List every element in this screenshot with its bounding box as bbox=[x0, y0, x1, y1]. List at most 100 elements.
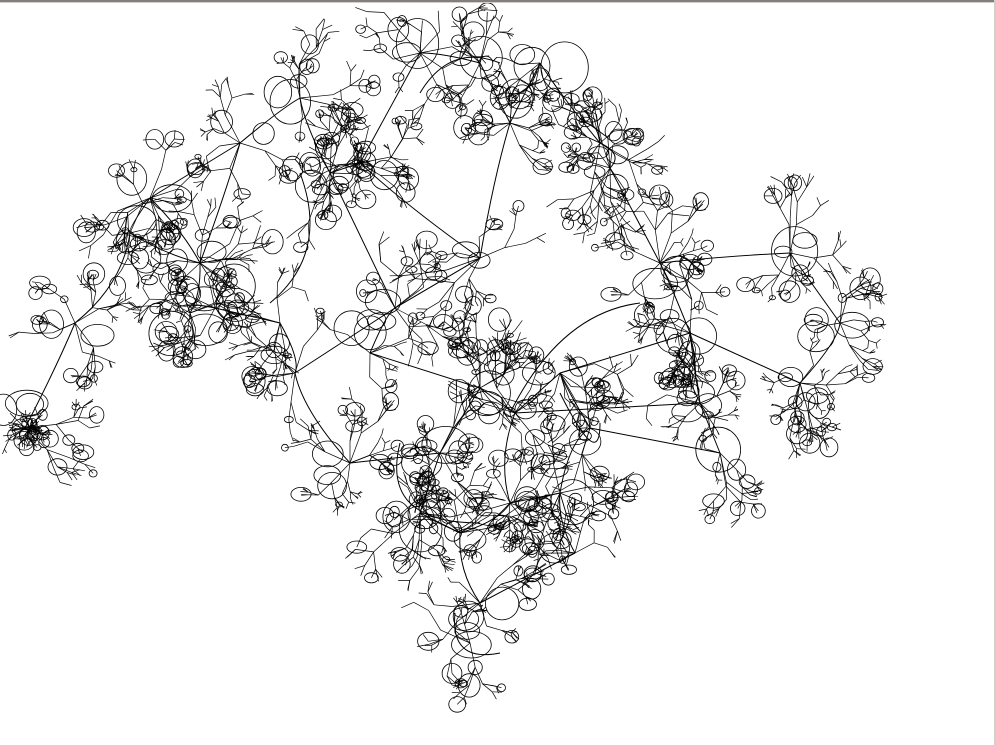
graph-branch-edge bbox=[426, 593, 435, 605]
graph-branch-edge bbox=[205, 128, 214, 133]
graph-branch-edge bbox=[547, 444, 559, 450]
graph-branch-edge bbox=[74, 322, 94, 349]
graph-branch-edge bbox=[806, 288, 811, 292]
graph-branch-edge bbox=[727, 410, 735, 416]
graph-branch-edge bbox=[702, 438, 706, 449]
graph-branch-edge bbox=[541, 540, 546, 544]
graph-branch-edge bbox=[489, 215, 493, 222]
graph-branch-edge bbox=[8, 331, 20, 337]
graph-loop bbox=[498, 338, 510, 350]
graph-branch-edge bbox=[112, 316, 119, 319]
graph-branch-edge bbox=[108, 360, 112, 368]
graph-branch-edge bbox=[611, 294, 619, 296]
graph-branch-edge bbox=[588, 142, 601, 159]
graph-branch-edge bbox=[231, 195, 240, 202]
graph-branch-edge bbox=[329, 165, 346, 174]
graph-loop bbox=[538, 533, 570, 564]
graph-loop bbox=[560, 142, 571, 153]
graph-branch-edge bbox=[33, 332, 53, 334]
graph-branch-edge bbox=[268, 379, 277, 383]
graph-branch-edge bbox=[2, 449, 5, 455]
graph-loop bbox=[529, 67, 551, 92]
graph-branch-edge bbox=[428, 610, 441, 631]
graph-branch-edge bbox=[533, 563, 539, 576]
graph-branch-edge bbox=[410, 24, 422, 33]
graph-loop bbox=[658, 370, 677, 386]
graph-branch-edge bbox=[788, 450, 795, 460]
graph-branch-edge bbox=[588, 517, 593, 520]
graph-branch-edge bbox=[479, 577, 498, 604]
graph-branch-edge bbox=[132, 311, 141, 315]
graph-branch-edge bbox=[299, 94, 334, 99]
graph-branch-edge bbox=[436, 255, 442, 267]
graph-loop bbox=[108, 163, 125, 178]
graph-branch-edge bbox=[715, 284, 722, 293]
graph-branch-edge bbox=[632, 331, 641, 335]
graph-loop bbox=[668, 346, 681, 356]
graph-branch-edge bbox=[862, 347, 868, 352]
graph-branch-edge bbox=[670, 274, 685, 280]
graph-branch-edge bbox=[558, 549, 576, 554]
graph-branch-edge bbox=[431, 357, 434, 367]
graph-loop bbox=[177, 196, 187, 204]
graph-branch-edge bbox=[298, 162, 304, 165]
graph-branch-edge bbox=[319, 140, 324, 147]
graph-loop bbox=[416, 475, 430, 486]
graph-branch-edge bbox=[303, 30, 311, 45]
graph-branch-edge bbox=[524, 343, 529, 351]
graph-branch-edge bbox=[280, 354, 288, 356]
graph-branch-edge bbox=[293, 368, 300, 374]
graph-branch-edge bbox=[321, 201, 325, 210]
graph-branch-edge bbox=[199, 256, 209, 259]
graph-branch-edge bbox=[133, 306, 142, 309]
graph-loop bbox=[808, 392, 831, 419]
graph-branch-edge bbox=[46, 449, 58, 468]
graph-branch-edge bbox=[613, 530, 618, 544]
graph-loop bbox=[278, 165, 291, 177]
graph-branch-edge bbox=[106, 303, 118, 311]
graph-branch-edge bbox=[846, 288, 861, 299]
graph-branch-edge bbox=[282, 159, 287, 173]
graph-branch-edge bbox=[845, 374, 858, 384]
graph-branch-edge bbox=[538, 113, 544, 123]
graph-branch-edge bbox=[460, 341, 480, 357]
graph-branch-edge bbox=[483, 129, 486, 138]
graph-branch-edge bbox=[632, 159, 645, 164]
graph-branch-edge bbox=[583, 222, 593, 231]
graph-branch-edge bbox=[383, 447, 393, 452]
graph-branch-edge bbox=[373, 278, 377, 281]
graph-loop bbox=[627, 473, 646, 491]
graph-loop bbox=[413, 494, 427, 505]
graph-branch-edge bbox=[328, 130, 339, 147]
graph-loop bbox=[401, 446, 443, 480]
graph-branch-edge bbox=[617, 154, 633, 164]
graph-branch-edge bbox=[599, 402, 615, 405]
graph-canvas[interactable] bbox=[0, 3, 994, 745]
graph-branch-edge bbox=[569, 506, 576, 519]
graph-branch-edge bbox=[360, 421, 379, 434]
graph-branch-edge bbox=[572, 517, 579, 522]
graph-branch-edge bbox=[571, 164, 575, 171]
graph-branch-edge bbox=[733, 406, 737, 412]
graph-branch-edge bbox=[324, 145, 328, 157]
graph-branch-edge bbox=[384, 345, 395, 347]
graph-branch-edge bbox=[149, 197, 159, 216]
graph-branch-edge bbox=[567, 215, 574, 224]
graph-loop bbox=[428, 522, 439, 535]
graph-branch-edge bbox=[671, 422, 678, 426]
graph-branch-edge bbox=[435, 488, 440, 495]
graph-branch-edge bbox=[509, 122, 531, 132]
graph-branch-edge bbox=[482, 399, 498, 404]
graph-branch-edge bbox=[103, 210, 118, 235]
graph-branch-edge bbox=[597, 199, 600, 222]
graph-branch-edge bbox=[328, 30, 340, 33]
graph-branch-edge bbox=[513, 554, 525, 565]
graph-branch-edge bbox=[300, 491, 309, 493]
graph-branch-edge bbox=[539, 62, 544, 79]
graph-branch-edge bbox=[672, 355, 680, 359]
graph-loop bbox=[697, 252, 713, 266]
graph-loop bbox=[211, 268, 225, 282]
graph-branch-edge bbox=[837, 366, 847, 375]
graph-branch-edge bbox=[246, 323, 249, 331]
graph-branch-edge bbox=[579, 410, 588, 418]
